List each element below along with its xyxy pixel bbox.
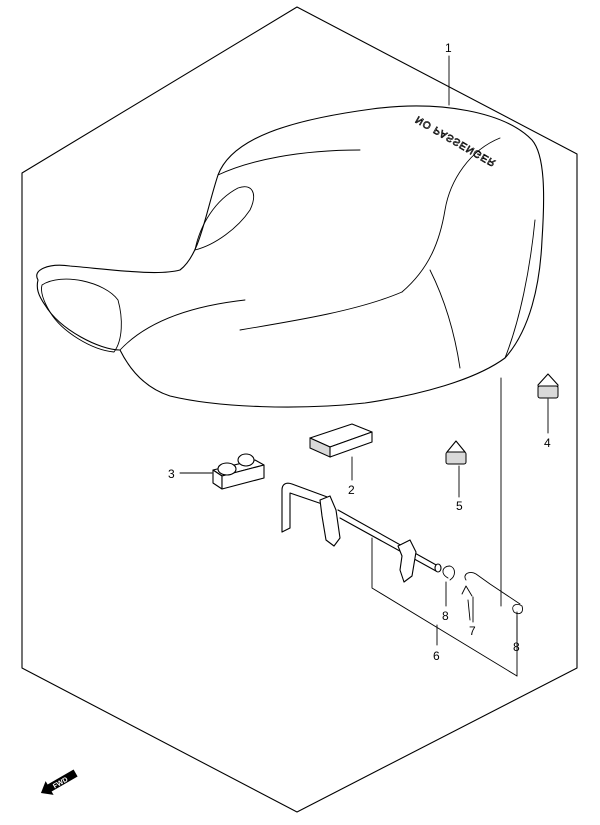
fwd-label: FWD xyxy=(52,776,69,790)
callout-8-right: 8 xyxy=(513,640,520,654)
fwd-arrow-icon: FWD xyxy=(40,769,78,795)
part-2-pad xyxy=(309,423,373,458)
callout-2: 2 xyxy=(348,483,355,497)
callout-3: 3 xyxy=(168,467,175,481)
part-6-lock-rod xyxy=(281,482,523,677)
part-3-cushion xyxy=(212,453,265,490)
callout-1: 1 xyxy=(445,41,452,55)
callout-6: 6 xyxy=(433,649,440,663)
part-4-grommet xyxy=(537,373,559,399)
assembly-frame xyxy=(21,6,578,813)
callout-5: 5 xyxy=(456,499,463,513)
callout-4: 4 xyxy=(544,436,551,450)
leader-lines xyxy=(179,55,549,646)
part-5-grommet xyxy=(445,440,467,465)
callout-8-left: 8 xyxy=(442,609,449,623)
seat: NO PASSENGER xyxy=(36,105,545,408)
callout-7: 7 xyxy=(469,624,476,638)
callouts: 1 2 3 4 5 6 7 8 8 xyxy=(168,41,551,663)
